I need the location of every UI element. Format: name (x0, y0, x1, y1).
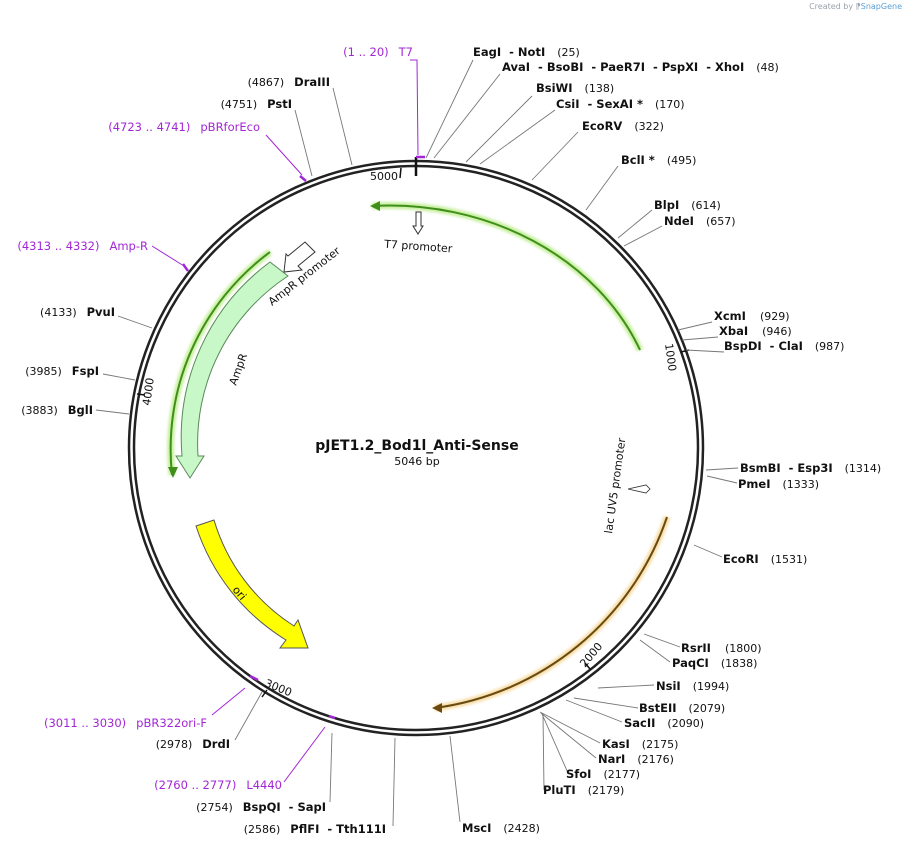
enzyme-nari-label: NarI(2176) (598, 752, 674, 766)
enzyme-drdi-label: (2978)DrdI (156, 737, 230, 751)
primer-ampr-leader (151, 245, 185, 267)
enzyme-bgli-label: (3883)BglI (21, 403, 93, 417)
primer-l4440-name: L4440 (246, 778, 282, 792)
enzyme-bsmbi-label: BsmBI- Esp3I(1314) (740, 461, 881, 475)
enzyme-leaders-right (425, 59, 739, 823)
enzyme-pflfi-label: (2586)PflFI- Tth111I (244, 822, 386, 836)
enzyme-psti-label: (4751)PstI (221, 97, 292, 111)
enzyme-xcmi-label: XcmI(929) (714, 309, 790, 323)
enzyme-sfoi-label: SfoI(2177) (566, 767, 640, 781)
enzyme-pvui-label: (4133)PvuI (40, 305, 115, 319)
enzyme-bcli-label: BclI *(495) (621, 153, 696, 167)
lac-promoter-arrow (627, 484, 651, 494)
plasmid-name: pJET1.2_Bod1l_Anti-Sense (315, 438, 518, 454)
enzyme-pmei-label: PmeI(1333) (738, 477, 819, 491)
ampr-gene-arrow (175, 261, 289, 479)
tick-4000-label: 4000 (140, 377, 157, 407)
enzyme-paqci-label: PaqCI(1838) (672, 656, 757, 670)
tick-4000-mark (136, 393, 146, 396)
primer-t7-name: T7 (398, 45, 413, 59)
lac-promoter-label: lac UV5 promoter (602, 437, 628, 535)
primer-l4440-mark (328, 714, 336, 720)
enzyme-ecorv-label: EcoRV(322) (582, 119, 664, 133)
primer-pbrforeco-range: (4723 .. 4741) (108, 120, 190, 134)
snapgene-credit: Created by ⁋SnapGene (809, 2, 902, 11)
enzyme-nsii-label: NsiI(1994) (656, 679, 729, 693)
primer-ampr-range: (4313 .. 4332) (17, 239, 99, 253)
enzyme-eagi-label: EagI- NotI(25) (473, 45, 580, 59)
tick-5000-label: 5000 (370, 170, 398, 183)
primer-pbr322ori-range: (3011 .. 3030) (44, 716, 126, 730)
enzyme-msci-label: MscI(2428) (462, 821, 540, 835)
enzyme-ecori-label: EcoRI(1531) (723, 552, 807, 566)
enzyme-bspqi-label: (2754)BspQI- SapI (196, 800, 326, 814)
insert-arc-green (370, 201, 644, 352)
enzyme-csii-label: CsiI- SexAI *(170) (556, 97, 685, 111)
primer-marks (181, 155, 425, 720)
enzyme-ndei-label: NdeI(657) (664, 214, 736, 228)
enzyme-blpi-label: BlpI(614) (654, 198, 721, 212)
snapgene-logo-icon: ⁋ (855, 2, 861, 11)
enzyme-kasi-label: KasI(2175) (602, 737, 678, 751)
primer-l4440-range: (2760 .. 2777) (154, 778, 236, 792)
insert-green-left-arrowhead (168, 467, 178, 478)
credit-brand: SnapGene (860, 2, 902, 11)
primer-ampr-name: Amp-R (109, 239, 148, 253)
primer-ampr-label: (4313 .. 4332) Amp-R (17, 239, 148, 253)
t7-promoter-label: T7 promoter (383, 238, 453, 256)
enzyme-labels-right: EagI- NotI(25) AvaI- BsoBI- PaeR7I- PspX… (462, 45, 881, 835)
primer-pbr322ori-leader (211, 687, 246, 716)
enzyme-rsrii-label: RsrII(1800) (681, 641, 762, 655)
enzyme-leaders-left (95, 87, 396, 827)
enzyme-pluti-label: PluTI(2179) (543, 783, 624, 797)
enzyme-bspdi-label: BspDI- ClaI(987) (724, 339, 844, 353)
enzyme-fspi-label: (3985)FspI (25, 364, 99, 378)
enzyme-draiii-label: (4867)DraIII (248, 75, 330, 89)
primer-pbrforeco-name: pBRforEco (200, 120, 260, 134)
primer-pbr322ori-mark (249, 674, 259, 682)
tick-2000-mark (584, 662, 591, 670)
ampr-label: AmpR (227, 351, 251, 387)
primer-pbrforeco-mark (299, 175, 307, 182)
plasmid-length: 5046 bp (394, 455, 439, 468)
insert-arc-green-left (167, 249, 273, 478)
primer-pbrforeco-label: (4723 .. 4741) pBRforEco (108, 120, 260, 134)
enzyme-xbai-label: XbaI(946) (719, 324, 792, 338)
enzyme-bsteii-label: BstEII(2079) (639, 701, 725, 715)
credit-prefix: Created by (809, 2, 854, 11)
enzyme-bsiwi-label: BsiWI(138) (536, 81, 614, 95)
t7-promoter-arrow (412, 211, 424, 235)
primer-t7-range: (1 .. 20) (343, 45, 389, 59)
primer-ampr-mark (181, 263, 190, 272)
tick-1000-label: 1000 (662, 343, 679, 373)
insert-green-arrowhead (370, 201, 380, 211)
primer-t7-label: (1 .. 20) T7 (343, 45, 413, 59)
primer-l4440-label: (2760 .. 2777) L4440 (154, 778, 282, 792)
primer-l4440-leader (283, 726, 326, 783)
ori-arrow (195, 519, 309, 649)
primer-pbr322ori-name: pBR322ori-F (136, 716, 207, 730)
insert-arc-orange (432, 515, 671, 713)
primer-leaders (151, 59, 419, 783)
primer-t7-leader (410, 59, 419, 156)
primer-pbrforeco-leader (265, 134, 303, 176)
enzyme-labels-left: (4867)DraIII (4751)PstI (4133)PvuI (3985… (21, 75, 386, 836)
enzyme-sacii-label: SacII(2090) (624, 716, 704, 730)
tick-5000-mark (399, 167, 402, 179)
enzyme-avai-label: AvaI- BsoBI- PaeR7I- PspXI- XhoI(48) (502, 60, 779, 74)
insert-orange-arrowhead (432, 703, 442, 713)
primer-pbr322ori-label: (3011 .. 3030) pBR322ori-F (44, 716, 207, 730)
tick-3000-mark (261, 689, 268, 698)
tick-3000-label: 3000 (263, 677, 294, 700)
ampr-promoter-arrow (283, 241, 316, 273)
